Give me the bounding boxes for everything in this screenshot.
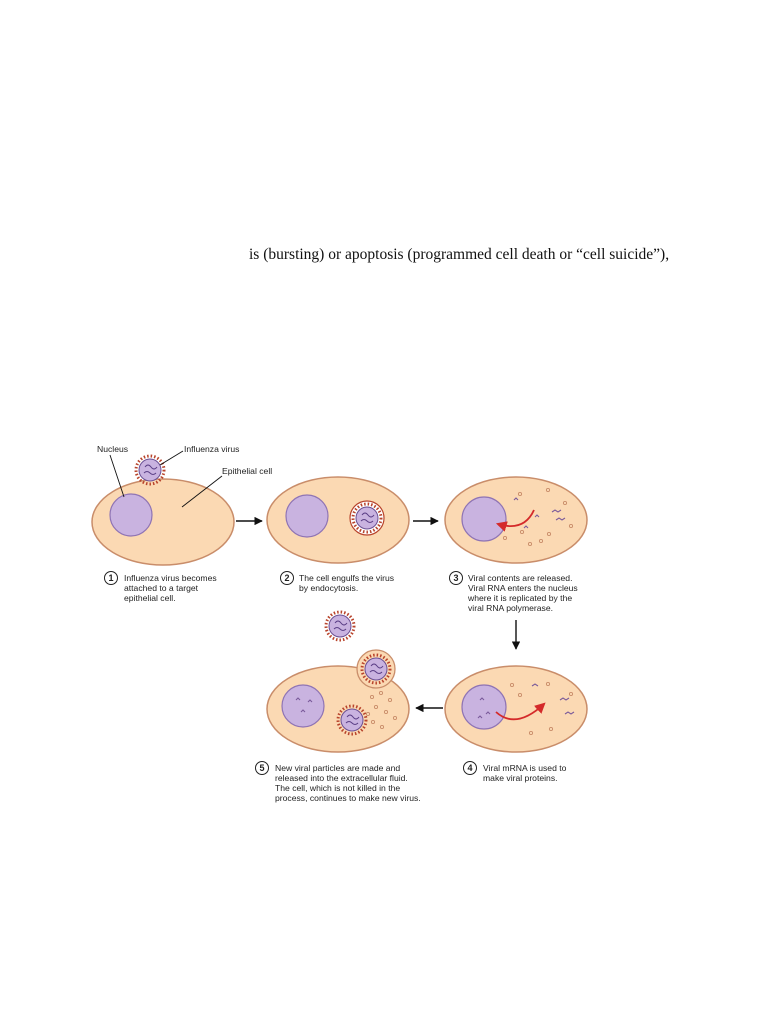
label-influenza-virus: Influenza virus: [184, 444, 239, 454]
svg-text:where it is replicated by the: where it is replicated by the: [467, 593, 572, 603]
svg-text:released into the extracellula: released into the extracellular fluid.: [275, 773, 408, 783]
cell-step-5: [267, 650, 409, 752]
svg-text:The cell engulfs the virus: The cell engulfs the virus: [299, 573, 394, 583]
svg-text:4: 4: [467, 763, 472, 773]
svg-text:attached to a target: attached to a target: [124, 583, 199, 593]
nucleus-1: [110, 494, 152, 536]
caption-step-3: 3 Viral contents are released. Viral RNA…: [450, 572, 578, 614]
cell-step-3: [445, 477, 587, 563]
label-epithelial-cell: Epithelial cell: [222, 466, 272, 476]
virus-released: [326, 612, 354, 640]
svg-text:The cell, which is not killed: The cell, which is not killed in the: [275, 783, 400, 793]
svg-text:process, continues to make new: process, continues to make new virus.: [275, 793, 421, 803]
svg-text:viral RNA polymerase.: viral RNA polymerase.: [468, 603, 553, 613]
svg-text:epithelial cell.: epithelial cell.: [124, 593, 176, 603]
svg-text:Viral mRNA is used to: Viral mRNA is used to: [483, 763, 567, 773]
svg-text:New viral particles are made a: New viral particles are made and: [275, 763, 400, 773]
virus-attached: [136, 456, 164, 484]
svg-text:Viral contents are released.: Viral contents are released.: [468, 573, 572, 583]
caption-step-1: 1 Influenza virus becomes attached to a …: [105, 572, 217, 604]
svg-text:make viral proteins.: make viral proteins.: [483, 773, 558, 783]
virus-budding: [357, 650, 395, 688]
caption-step-4: 4 Viral mRNA is used to make viral prote…: [464, 762, 567, 784]
svg-text:3: 3: [453, 573, 458, 583]
cell-step-1: [92, 451, 234, 565]
svg-text:1: 1: [108, 573, 113, 583]
label-nucleus: Nucleus: [97, 444, 128, 454]
caption-step-2: 2 The cell engulfs the virus by endocyto…: [281, 572, 395, 594]
svg-text:2: 2: [284, 573, 289, 583]
svg-text:Influenza virus becomes: Influenza virus becomes: [124, 573, 217, 583]
cell-step-2: [267, 477, 409, 563]
cell-step-4: [445, 666, 587, 752]
svg-text:Viral RNA enters the nucleus: Viral RNA enters the nucleus: [468, 583, 578, 593]
svg-text:5: 5: [259, 763, 264, 773]
caption-step-5: 5 New viral particles are made and relea…: [256, 762, 421, 804]
virus-endocytosed: [350, 501, 384, 535]
svg-text:by endocytosis.: by endocytosis.: [299, 583, 358, 593]
